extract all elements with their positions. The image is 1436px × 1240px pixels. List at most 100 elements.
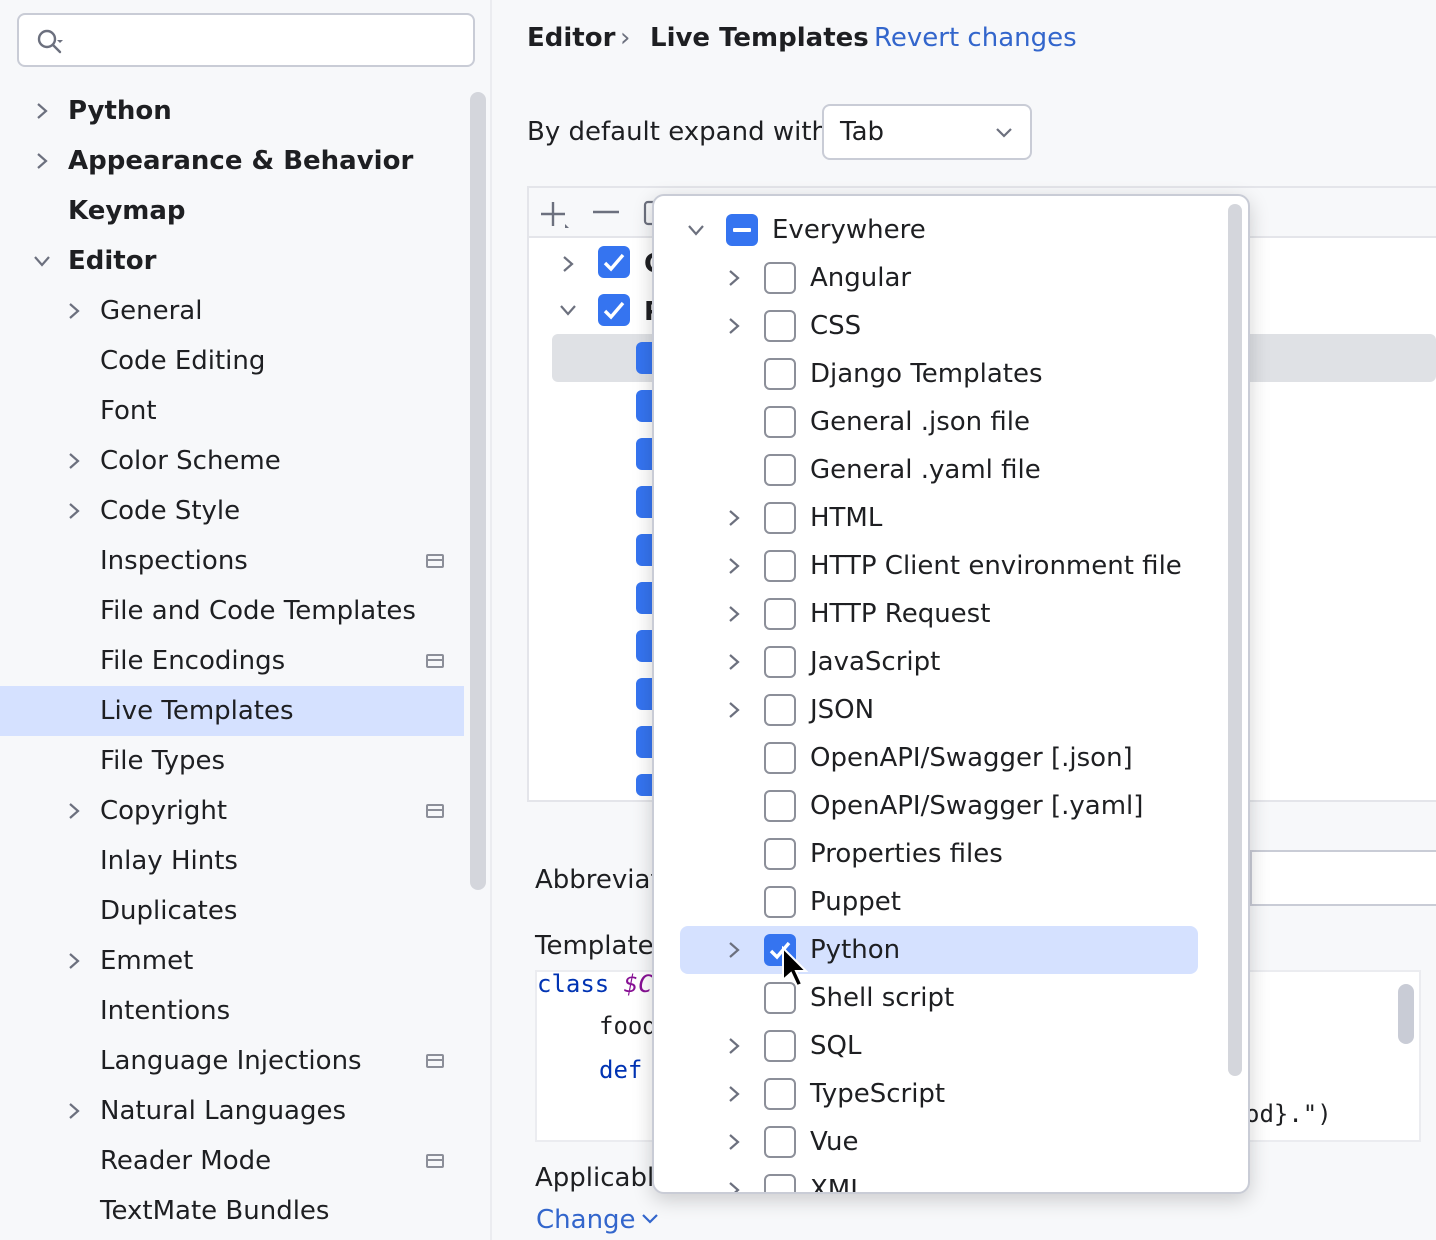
popup-scrollbar[interactable] xyxy=(1228,204,1242,1076)
context-checkbox[interactable] xyxy=(764,646,796,678)
context-checkbox[interactable] xyxy=(764,262,796,294)
context-checkbox[interactable] xyxy=(764,406,796,438)
chevron-down-icon[interactable] xyxy=(686,220,706,240)
context-checkbox[interactable] xyxy=(764,598,796,630)
context-row-properties-files[interactable]: Properties files xyxy=(654,830,1214,878)
chevron-right-icon[interactable] xyxy=(724,940,744,960)
sidebar-item-intentions[interactable]: Intentions xyxy=(100,996,231,1026)
sidebar-item-reader-mode[interactable]: Reader Mode xyxy=(100,1146,272,1176)
chevron-right-icon[interactable] xyxy=(64,1101,84,1121)
sidebar-item-general[interactable]: General xyxy=(100,296,203,326)
template-checkbox[interactable] xyxy=(636,630,656,662)
sidebar-item-copyright[interactable]: Copyright xyxy=(100,796,228,826)
context-checkbox[interactable] xyxy=(764,742,796,774)
template-checkbox[interactable] xyxy=(636,390,656,422)
context-checkbox[interactable] xyxy=(764,1174,796,1192)
chevron-right-icon[interactable] xyxy=(558,254,578,274)
sidebar-item-live-templates[interactable]: Live Templates xyxy=(100,696,294,726)
sidebar-item-language-injections[interactable]: Language Injections xyxy=(100,1046,362,1076)
sidebar-item-font[interactable]: Font xyxy=(100,396,157,426)
everywhere-checkbox[interactable] xyxy=(726,214,758,246)
chevron-right-icon[interactable] xyxy=(32,151,52,171)
context-row-python[interactable]: Python xyxy=(680,926,1198,974)
template-checkbox[interactable] xyxy=(636,534,656,566)
sidebar-item-inspections[interactable]: Inspections xyxy=(100,546,248,576)
context-row-everywhere[interactable]: Everywhere xyxy=(654,206,1214,254)
remove-icon[interactable] xyxy=(591,198,621,228)
chevron-right-icon[interactable] xyxy=(64,501,84,521)
context-row-javascript[interactable]: JavaScript xyxy=(654,638,1214,686)
context-checkbox[interactable] xyxy=(764,1126,796,1158)
sidebar-item-emmet[interactable]: Emmet xyxy=(100,946,194,976)
sidebar-item-inlay-hints[interactable]: Inlay Hints xyxy=(100,846,238,876)
chevron-right-icon[interactable] xyxy=(724,1180,744,1194)
chevron-right-icon[interactable] xyxy=(724,652,744,672)
context-checkbox[interactable] xyxy=(764,790,796,822)
sidebar-item-appearance-behavior[interactable]: Appearance & Behavior xyxy=(68,146,414,176)
sidebar-item-file-encodings[interactable]: File Encodings xyxy=(100,646,286,676)
sidebar-item-textmate-bundles[interactable]: TextMate Bundles xyxy=(100,1196,330,1226)
chevron-right-icon[interactable] xyxy=(32,101,52,121)
context-row-general-yaml-file[interactable]: General .yaml file xyxy=(654,446,1214,494)
sidebar-item-editor[interactable]: Editor xyxy=(68,246,157,276)
context-row-html[interactable]: HTML xyxy=(654,494,1214,542)
chevron-down-icon[interactable] xyxy=(558,300,578,320)
chevron-right-icon[interactable] xyxy=(724,556,744,576)
template-checkbox[interactable] xyxy=(636,774,656,796)
change-context-link[interactable]: Change xyxy=(536,1205,636,1235)
template-checkbox[interactable] xyxy=(636,678,656,710)
context-row-css[interactable]: CSS xyxy=(654,302,1214,350)
abbreviation-input[interactable] xyxy=(1250,850,1436,906)
context-checkbox[interactable] xyxy=(764,310,796,342)
context-row-sql[interactable]: SQL xyxy=(654,1022,1214,1070)
context-row-django-templates[interactable]: Django Templates xyxy=(654,350,1214,398)
sidebar-item-python[interactable]: Python xyxy=(68,96,172,126)
sidebar-item-natural-languages[interactable]: Natural Languages xyxy=(100,1096,347,1126)
context-row-openapi-swagger-yaml[interactable]: OpenAPI/Swagger [.yaml] xyxy=(654,782,1214,830)
chevron-right-icon[interactable] xyxy=(724,316,744,336)
breadcrumb-editor[interactable]: Editor xyxy=(527,23,616,53)
template-checkbox[interactable] xyxy=(636,342,656,374)
context-row-openapi-swagger-json[interactable]: OpenAPI/Swagger [.json] xyxy=(654,734,1214,782)
context-checkbox[interactable] xyxy=(764,1078,796,1110)
sidebar-scrollbar[interactable] xyxy=(470,92,486,890)
sidebar-item-color-scheme[interactable]: Color Scheme xyxy=(100,446,281,476)
sidebar-item-file-and-code-templates[interactable]: File and Code Templates xyxy=(100,596,416,626)
context-row-typescript[interactable]: TypeScript xyxy=(654,1070,1214,1118)
template-checkbox[interactable] xyxy=(636,582,656,614)
sidebar-item-code-editing[interactable]: Code Editing xyxy=(100,346,266,376)
context-checkbox[interactable] xyxy=(764,502,796,534)
revert-changes-link[interactable]: Revert changes xyxy=(874,23,1077,53)
chevron-right-icon[interactable] xyxy=(724,508,744,528)
chevron-right-icon[interactable] xyxy=(64,951,84,971)
context-checkbox[interactable] xyxy=(764,454,796,486)
context-checkbox[interactable] xyxy=(764,550,796,582)
context-row-puppet[interactable]: Puppet xyxy=(654,878,1214,926)
template-group-checkbox[interactable] xyxy=(598,294,630,326)
template-checkbox[interactable] xyxy=(636,726,656,758)
template-checkbox[interactable] xyxy=(636,486,656,518)
context-row-http-request[interactable]: HTTP Request xyxy=(654,590,1214,638)
chevron-right-icon[interactable] xyxy=(724,604,744,624)
context-row-general-json-file[interactable]: General .json file xyxy=(654,398,1214,446)
chevron-right-icon[interactable] xyxy=(724,1084,744,1104)
chevron-right-icon[interactable] xyxy=(64,451,84,471)
context-row-angular[interactable]: Angular xyxy=(654,254,1214,302)
expand-with-select[interactable]: Tab xyxy=(822,104,1032,160)
context-checkbox[interactable] xyxy=(764,358,796,390)
context-checkbox[interactable] xyxy=(764,1030,796,1062)
chevron-down-icon[interactable] xyxy=(32,251,52,271)
context-row-xml[interactable]: XML xyxy=(654,1166,1214,1194)
context-row-http-client-environment-file[interactable]: HTTP Client environment file xyxy=(654,542,1214,590)
settings-search-input[interactable] xyxy=(17,13,475,67)
context-checkbox[interactable] xyxy=(764,694,796,726)
chevron-right-icon[interactable] xyxy=(724,1036,744,1056)
context-checkbox[interactable] xyxy=(764,886,796,918)
context-row-vue[interactable]: Vue xyxy=(654,1118,1214,1166)
sidebar-item-duplicates[interactable]: Duplicates xyxy=(100,896,238,926)
context-checkbox[interactable] xyxy=(764,838,796,870)
chevron-right-icon[interactable] xyxy=(64,801,84,821)
template-group-checkbox[interactable] xyxy=(598,246,630,278)
chevron-right-icon[interactable] xyxy=(64,301,84,321)
context-checkbox[interactable] xyxy=(764,982,796,1014)
